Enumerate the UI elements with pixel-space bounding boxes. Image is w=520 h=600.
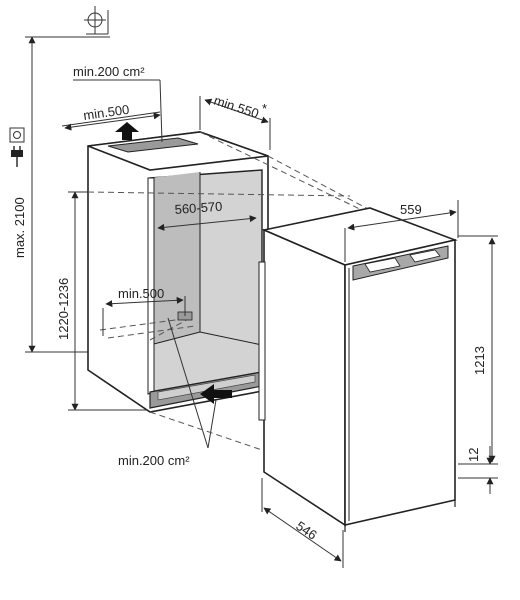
air-inflow-arrow-icon bbox=[200, 384, 232, 404]
vent-top-label: min.200 cm² bbox=[73, 64, 145, 79]
max-height-label: max. 2100 bbox=[12, 197, 27, 258]
depth-top-dimension: min.500 bbox=[61, 102, 161, 131]
side-depth-label: min.550 bbox=[212, 93, 261, 122]
unit-height-label: 1213 bbox=[472, 346, 487, 375]
depth-bottom-label: min.500 bbox=[118, 286, 164, 301]
depth-bottom-dimension: min.500 bbox=[102, 286, 186, 336]
depth-top-label: min.500 bbox=[82, 102, 130, 123]
niche-width-label: 560-570 bbox=[174, 199, 223, 217]
max-height-dimension: max. 2100 bbox=[12, 36, 110, 353]
unit-depth-label: 546 bbox=[293, 518, 319, 543]
side-depth-asterisk: * bbox=[262, 101, 267, 116]
niche-width-dimension: 560-570 bbox=[157, 199, 257, 231]
vent-top-callout: min.200 cm² bbox=[73, 64, 163, 143]
vent-bottom-callout: min.200 cm² bbox=[118, 317, 217, 468]
foot-height-dimension: 12 bbox=[458, 446, 498, 494]
niche-height-label: 1220-1236 bbox=[56, 278, 71, 340]
air-outflow-arrow-icon bbox=[115, 122, 139, 140]
refrigerator-unit bbox=[258, 207, 458, 532]
installation-niche bbox=[87, 131, 269, 413]
crosshair-circle-icon bbox=[84, 6, 109, 35]
unit-height-dimension: 1213 bbox=[458, 235, 498, 465]
power-plug-icon bbox=[11, 146, 23, 167]
power-socket-icon bbox=[9, 127, 25, 143]
unit-width-dimension: 559 bbox=[344, 200, 459, 262]
vent-bottom-label: min.200 cm² bbox=[118, 453, 190, 468]
unit-width-label: 559 bbox=[400, 202, 422, 217]
foot-height-label: 12 bbox=[466, 448, 481, 462]
